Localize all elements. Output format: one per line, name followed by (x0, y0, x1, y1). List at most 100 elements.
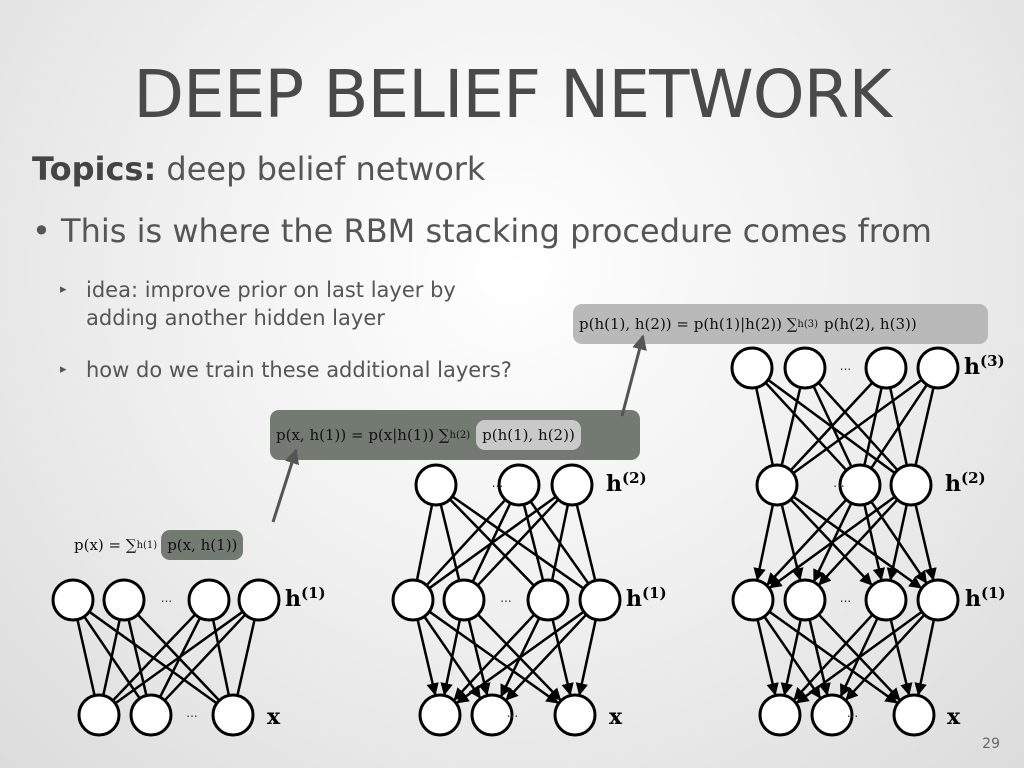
net3-h3-unit-4 (916, 346, 960, 390)
net3-h3-unit-3 (864, 346, 908, 390)
net2-directed-edge (453, 613, 536, 701)
net3-rbm-edge (780, 387, 802, 465)
net2-x-ellipsis: ... (507, 706, 518, 720)
rbm1-edge (76, 619, 96, 695)
net2-h2-unit-1 (414, 463, 458, 507)
net3-rbm-edge (754, 387, 774, 465)
net2-directed-edge (440, 619, 462, 696)
net2-h2-unit-3 (497, 463, 541, 507)
connector-arrow-2 (620, 334, 647, 417)
net2-x-unit-1 (418, 693, 462, 737)
net3-h3-label: h(3) (964, 352, 1005, 380)
topics-label: Topics: (32, 150, 157, 188)
net3-h2-unit-3 (838, 463, 882, 507)
rbm1-edge (164, 613, 247, 701)
net3-h3-ellipsis: ... (840, 359, 851, 373)
net2-directed-edge (575, 619, 597, 696)
net3-h1-ellipsis: ... (840, 591, 851, 605)
net3-directed-edge-lower (793, 613, 874, 701)
connector-arrow-1 (271, 448, 300, 523)
net3-h1-unit-4 (916, 578, 960, 622)
net3-directed-edge-lower (795, 610, 923, 704)
net3-x-unit-2 (810, 693, 854, 737)
net3-directed-edge-upper (818, 498, 899, 586)
net3-h1-unit-1 (731, 578, 775, 622)
slide-title: DEEP BELIEF NETWORK (133, 56, 892, 133)
net3-h2-unit-4 (889, 463, 933, 507)
net3-directed-edge-upper (766, 498, 848, 586)
net2-rbm-edge (429, 495, 557, 589)
net2-h1-unit-4 (578, 578, 622, 622)
net3-h3-unit-2 (783, 346, 827, 390)
net2-rbm-edge (415, 504, 434, 580)
page-number: 29 (982, 736, 1000, 752)
equation-2-highlight: p(h(1), h(2)) (476, 420, 581, 450)
triangle-bullet-icon: ▸ (60, 362, 67, 377)
net3-directed-edge-lower (914, 619, 936, 696)
net3-rbm-edge (793, 378, 923, 474)
net3-rbm-edge (914, 387, 935, 465)
net3-h1-label: h(1) (965, 584, 1006, 612)
net3-x-label: x (947, 704, 961, 730)
net3-h1-unit-3 (864, 578, 908, 622)
rbm1-edge (112, 613, 197, 701)
net3-directed-edge-upper (753, 504, 775, 581)
net1-x-unit-1 (77, 693, 121, 737)
equation-2-lhs: p(x, h(1)) = p(x|h(1)) ∑ (276, 426, 450, 444)
equation-3-sum-index: h(3) (797, 318, 819, 330)
sub-bullet-1-line-1: idea: improve prior on last layer by (86, 278, 456, 302)
net1-x-ellipsis: ... (186, 706, 197, 720)
net3-h3-unit-1 (730, 346, 774, 390)
net3-h2-ellipsis: ... (833, 476, 844, 490)
net2-rbm-edge (439, 504, 461, 580)
net2-directed-edge (505, 613, 588, 701)
net3-x-unit-1 (758, 693, 802, 737)
equation-1: p(x) = ∑ h(1) p(x, h(1)) (74, 526, 244, 564)
net1-h1-unit-2 (102, 578, 146, 622)
equation-1-lhs: p(x) = ∑ (74, 536, 137, 554)
equation-3-lhs: p(h(1), h(2)) = p(h(1)|h(2)) ∑ (579, 315, 798, 333)
net3-rbm-edge (764, 381, 847, 471)
net2-rbm-edge (575, 504, 597, 580)
topics-text: deep belief network (156, 150, 486, 188)
net2-rbm-edge (426, 498, 507, 586)
rbm1-edge (236, 619, 256, 695)
net1-h1-ellipsis: ... (161, 591, 172, 605)
net3-rbm-edge (790, 381, 874, 471)
net1-x-unit-2 (129, 693, 173, 737)
net3-x-ellipsis: ... (847, 706, 858, 720)
net3-rbm-edge (870, 383, 928, 469)
equation-1-sum-index: h(1) (136, 539, 158, 551)
net2-directed-edge (456, 610, 585, 704)
net3-x-unit-4 (892, 693, 936, 737)
net2-h1-unit-2 (442, 578, 486, 622)
net2-h1-label: h(1) (626, 584, 667, 612)
sub-bullet-2-line-1: how do we train these additional layers? (86, 358, 512, 382)
net2-h1-unit-1 (391, 578, 435, 622)
net3-directed-edge-upper (886, 504, 908, 581)
net3-directed-edge-lower (845, 613, 926, 701)
net2-h2-unit-4 (550, 463, 594, 507)
net2-x-label: x (609, 704, 623, 730)
rbm1-edge (115, 610, 244, 704)
net1-x-unit-3 (211, 693, 255, 737)
net3-h2-unit-1 (755, 463, 799, 507)
equation-1-highlight: p(x, h(1)) (161, 530, 244, 560)
net1-h1-unit-3 (187, 578, 231, 622)
sub-bullet-1-line-2: adding another hidden layer (86, 306, 385, 330)
net1-x-label: x (267, 704, 281, 730)
main-bullet: • This is where the RBM stacking procedu… (32, 212, 932, 250)
net2-h1-unit-3 (526, 578, 570, 622)
topics-line: Topics: deep belief network (32, 150, 485, 188)
net3-h2-label: h(2) (945, 469, 986, 497)
net2-x-unit-2 (470, 693, 514, 737)
net3-h1-unit-2 (783, 578, 827, 622)
triangle-bullet-icon: ▸ (60, 282, 67, 297)
net2-rbm-edge (551, 504, 570, 580)
equation-2-sum-index: h(2) (449, 429, 471, 441)
net2-rbm-edge (477, 498, 560, 586)
net1-h1-unit-4 (237, 578, 281, 622)
net1-h1-unit-1 (51, 578, 95, 622)
net3-directed-edge-lower (889, 619, 913, 696)
